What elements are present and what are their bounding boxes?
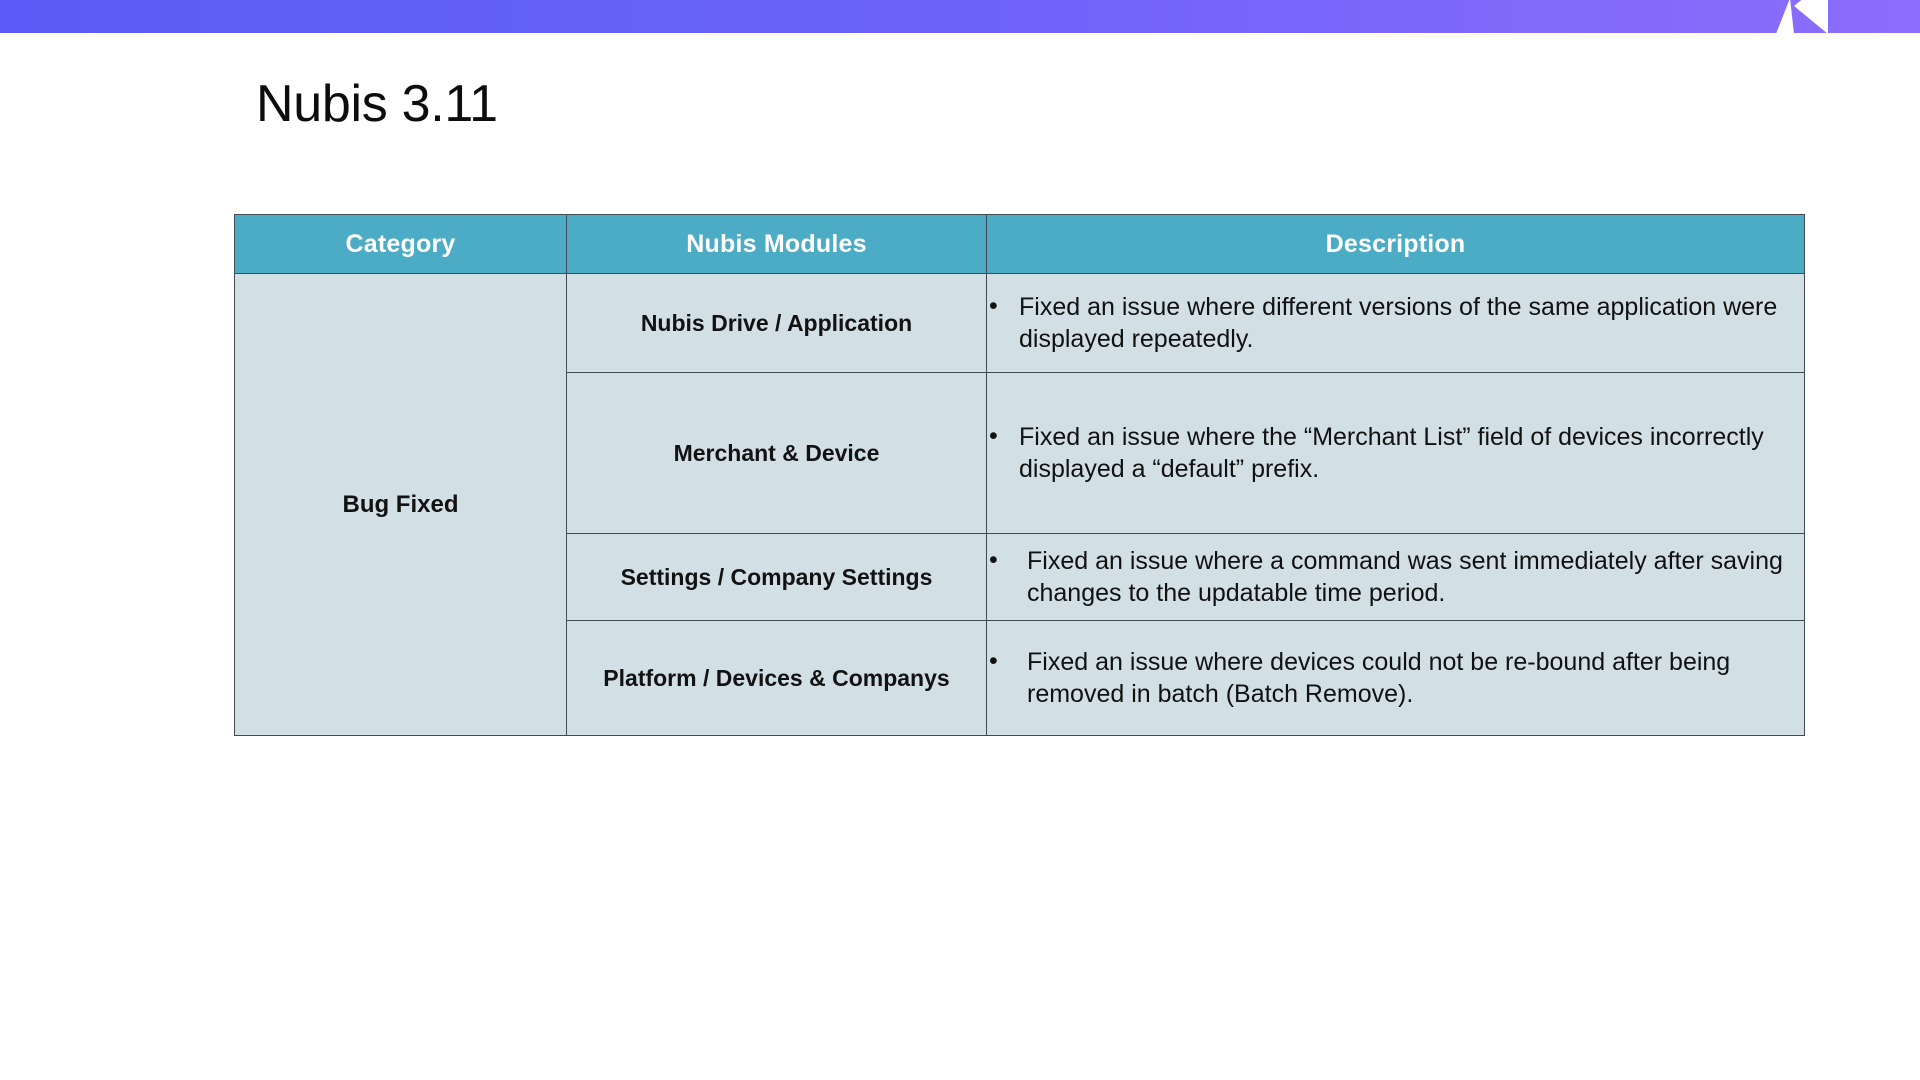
release-notes-table: Category Nubis Modules Description Bug F… — [234, 214, 1805, 736]
table-row: Bug Fixed Nubis Drive / Application Fixe… — [234, 273, 1805, 736]
module-cell: Merchant & Device — [566, 372, 987, 534]
description-cell: Fixed an issue where different versions … — [986, 273, 1805, 373]
description-cell: Fixed an issue where the “Merchant List”… — [986, 372, 1805, 534]
description-bullet-list: Fixed an issue where the “Merchant List”… — [987, 420, 1804, 486]
page-title: Nubis 3.11 — [256, 75, 498, 133]
column-header-description: Description — [986, 214, 1805, 274]
module-cell: Platform / Devices & Companys — [566, 620, 987, 736]
table-row: Platform / Devices & Companys Fixed an i… — [235, 620, 1805, 736]
top-banner — [0, 0, 1920, 33]
description-bullet: Fixed an issue where a command was sent … — [987, 544, 1804, 610]
description-bullet: Fixed an issue where devices could not b… — [987, 645, 1804, 711]
category-cell: Bug Fixed — [234, 273, 567, 736]
description-cell: Fixed an issue where a command was sent … — [986, 533, 1805, 621]
description-bullet: Fixed an issue where the “Merchant List”… — [987, 420, 1804, 486]
column-header-nubis-modules: Nubis Modules — [566, 214, 987, 274]
table-row: Settings / Company Settings Fixed an iss… — [235, 533, 1805, 621]
description-cell: Fixed an issue where devices could not b… — [986, 620, 1805, 736]
module-cell: Settings / Company Settings — [566, 533, 987, 621]
table-header-row: Category Nubis Modules Description — [234, 214, 1805, 274]
module-cell: Nubis Drive / Application — [566, 273, 987, 373]
description-bullet-list: Fixed an issue where devices could not b… — [987, 645, 1804, 711]
table-row: Merchant & Device Fixed an issue where t… — [235, 372, 1805, 534]
description-bullet-list: Fixed an issue where different versions … — [987, 290, 1804, 356]
description-bullet-list: Fixed an issue where a command was sent … — [987, 544, 1804, 610]
description-bullet: Fixed an issue where different versions … — [987, 290, 1804, 356]
column-header-category: Category — [234, 214, 567, 274]
brand-chevron-logo — [1776, 0, 1828, 33]
